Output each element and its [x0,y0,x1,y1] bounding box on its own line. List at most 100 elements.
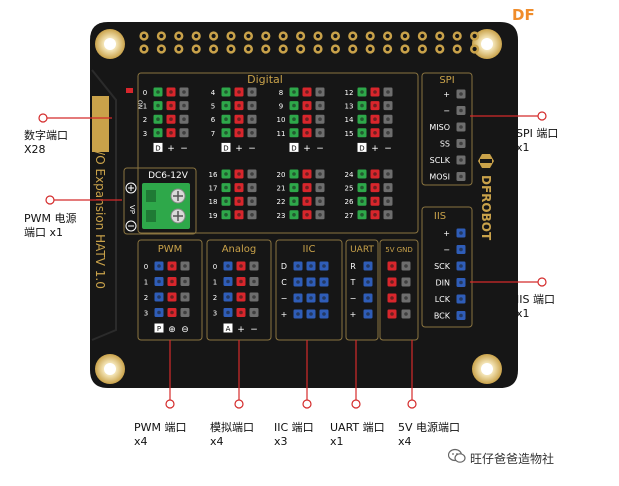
annotation-pwm-power-title: PWM 电源 [24,212,77,225]
digital-pin-number: 21 [277,185,286,193]
spi-pin-label: − [443,107,450,116]
pwm-pin-number: 3 [144,310,148,318]
analog-footer-minus: − [250,325,258,335]
iis-pin-label: − [443,246,450,255]
digital-groups: 0123D+−4567D+−891011D+−12131415D+−161718… [143,87,393,220]
iis-pin-label: + [443,229,450,238]
digital-pin-number: 13 [345,103,354,111]
v5-title: 5V GND [385,246,413,254]
digital-footer-plus: + [371,144,379,154]
pointer-dot [165,399,175,409]
digital-pin-number: 2 [143,116,147,124]
annotation-pwm-count: x4 [134,435,148,448]
analog-pin-number: 1 [213,279,217,287]
digital-footer-d: D [155,144,160,152]
annotation-iic: IIC 端口 x3 [274,421,314,449]
pointer-dot [45,195,55,205]
digital-pin-number: 20 [277,171,286,179]
df-logo: DF [512,6,535,24]
spi-pin-label: SS [440,140,450,149]
analog-footer-plus: + [237,325,245,335]
annotation-spi-title: SPI 端口 [516,127,559,140]
gravity-badge [92,96,109,152]
digital-pin-number: 17 [209,185,218,193]
pwm-pin-number: 1 [144,279,148,287]
digital-pin-number: 26 [345,198,354,206]
digital-pin-number: 0 [143,89,147,97]
pwm-footer-p-badge [154,323,164,333]
digital-pin-number: 27 [345,212,354,220]
digital-pin-number: 24 [345,171,354,179]
digital-footer-minus: − [180,144,188,154]
digital-pin-number: 22 [277,198,286,206]
pointer-dot [38,113,48,123]
dfrobot-logo-icon [478,154,494,168]
spi-pin-label: SCLK [430,156,451,165]
dc-terminal-block [142,183,190,229]
digital-pin-number: 14 [345,116,354,124]
iic-pin-label: C [281,278,287,287]
board-edge-bevel [91,69,117,341]
digital-pin-number: 25 [345,185,354,193]
analog-footer-a: A [226,325,231,333]
annotation-uart-count: x1 [330,435,344,448]
v5-section-frame [379,239,419,341]
uart-pin-label: − [350,294,357,303]
analog-pin-number: 0 [213,263,217,271]
digital-footer-d-badge [153,142,163,152]
digital-footer-d: D [223,144,228,152]
annotation-iis-count: x1 [516,307,530,320]
digital-pin-number: 16 [209,171,218,179]
annotation-uart: UART 端口 x1 [330,421,385,449]
annotation-analog-count: x4 [210,435,224,448]
uart-pin-label: + [350,310,357,319]
digital-footer-minus: − [384,144,392,154]
annotation-spi-count: x1 [516,141,530,154]
watermark: 旺仔爸爸造物社 [470,452,555,466]
bottom-sections: PWM0123P⊕⊖Analog0123A+−IICDC−+UARTRT−+5V… [137,239,419,341]
annotation-pwm-title: PWM 端口 [134,421,187,434]
annotation-v5: 5V 电源端口 x4 [398,421,460,449]
digital-pin-number: 5 [211,103,215,111]
annotation-pwm-power: PWM 电源 端口 x1 [24,212,77,240]
pointer-dot [537,111,547,121]
spi-pin-label: MISO [429,123,450,132]
pointer-dot [351,399,361,409]
uart-pin-label: T [350,278,356,287]
pwm-pin-number: 2 [144,294,148,302]
dc-minus-icon [125,220,137,232]
iis-pin-label: LCK [435,295,451,304]
annotation-digital-count: X28 [24,143,46,156]
board-vertical-label: Gravity I/O Expansion HATV 1.0 [93,100,107,289]
pwm-footer-plus: ⊕ [168,325,176,335]
analog-pin-number: 3 [213,310,217,318]
on-label: ON [136,100,143,109]
digital-pin-number: 6 [211,116,216,124]
spi-pin-label: MOSI [429,173,450,182]
annotation-iis: IIS 端口 x1 [516,293,555,321]
iic-pin-label: + [281,310,288,319]
spi-title: SPI [439,75,454,86]
brand-label: DFROBOT [479,175,493,241]
digital-pin-number: 11 [277,130,286,138]
digital-pin-number: 4 [211,89,216,97]
pointer-dot [234,399,244,409]
iis-section-frame [421,206,473,328]
digital-pin-number: 7 [211,130,215,138]
digital-footer-d-badge [289,142,299,152]
annotation-iic-count: x3 [274,435,288,448]
digital-footer-d-badge [221,142,231,152]
annotation-v5-count: x4 [398,435,412,448]
on-led [126,88,133,93]
digital-footer-d-badge [357,142,367,152]
dc-section-frame [123,167,197,235]
gpio-header [139,31,480,54]
dc-label: DC6-12V [148,171,189,181]
digital-pin-number: 19 [209,212,218,220]
analog-pin-number: 2 [213,294,217,302]
iic-pin-label: − [281,294,288,303]
digital-footer-d: D [291,144,296,152]
